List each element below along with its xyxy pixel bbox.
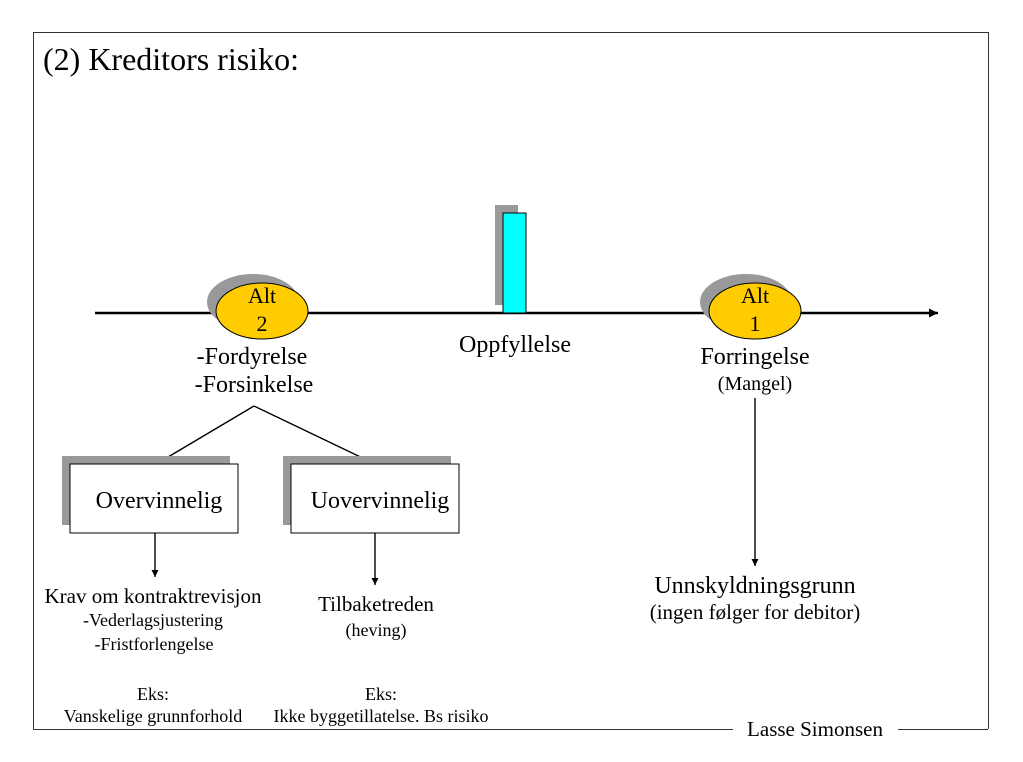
overvinnelig-outcome: Krav om kontraktrevisjon	[45, 584, 262, 608]
left-label-forsinkelse: -Forsinkelse	[195, 372, 314, 398]
uovervinnelig-outcome: Tilbaketreden	[318, 592, 434, 616]
slide-frame	[33, 32, 989, 730]
forringelse-outcome-detail: (ingen følger for debitor)	[650, 600, 861, 624]
branch-uovervinnelig: Uovervinnelig Tilbaketreden (heving) Eks…	[274, 456, 489, 726]
uovervinnelig-detail-heving: (heving)	[346, 620, 407, 641]
uovervinnelig-label: Uovervinnelig	[311, 488, 450, 514]
performance-label: Oppfyllelse	[459, 332, 571, 358]
alt1-node: Alt 1	[700, 274, 802, 340]
right-label-forringelse: Forringelse	[700, 344, 809, 370]
performance-marker-bar	[502, 212, 527, 314]
timeline: Alt 2 Oppfyllelse Alt 1 -Fordyrelse -For…	[95, 205, 938, 398]
alt1-label-line2: 1	[750, 311, 761, 336]
performance-marker	[495, 205, 527, 314]
connector-to-overvinnelig	[157, 405, 255, 464]
uovervinnelig-example: Ikke byggetillatelse. Bs risiko	[274, 706, 489, 726]
branch-overvinnelig: Overvinnelig Krav om kontraktrevisjon -V…	[45, 456, 262, 726]
overvinnelig-label: Overvinnelig	[96, 488, 223, 514]
alt2-label-line1: Alt	[248, 283, 276, 308]
forringelse-outcome: Unnskyldningsgrunn	[654, 573, 855, 599]
slide-footer-author: Lasse Simonsen	[747, 717, 883, 741]
overvinnelig-example-heading: Eks:	[137, 684, 169, 704]
overvinnelig-detail-frist: -Fristforlengelse	[95, 634, 214, 654]
alt1-oval	[708, 282, 802, 340]
alt1-label-line1: Alt	[741, 283, 769, 308]
overvinnelig-example: Vanskelige grunnforhold	[64, 706, 242, 726]
overvinnelig-box	[69, 463, 239, 534]
slide-title: (2) Kreditors risiko:	[43, 41, 299, 77]
alt2-label-line2: 2	[257, 311, 268, 336]
alt2-node: Alt 2	[207, 274, 309, 340]
uovervinnelig-example-heading: Eks:	[365, 684, 397, 704]
right-sublabel-mangel: (Mangel)	[718, 373, 792, 395]
branch-forringelse: Unnskyldningsgrunn (ingen følger for deb…	[650, 398, 861, 624]
uovervinnelig-box	[290, 463, 460, 534]
left-label-fordyrelse: -Fordyrelse	[197, 344, 308, 370]
connector-to-uovervinnelig	[253, 405, 374, 464]
alt2-oval	[215, 282, 309, 340]
overvinnelig-detail-vederlag: -Vederlagsjustering	[83, 610, 223, 630]
